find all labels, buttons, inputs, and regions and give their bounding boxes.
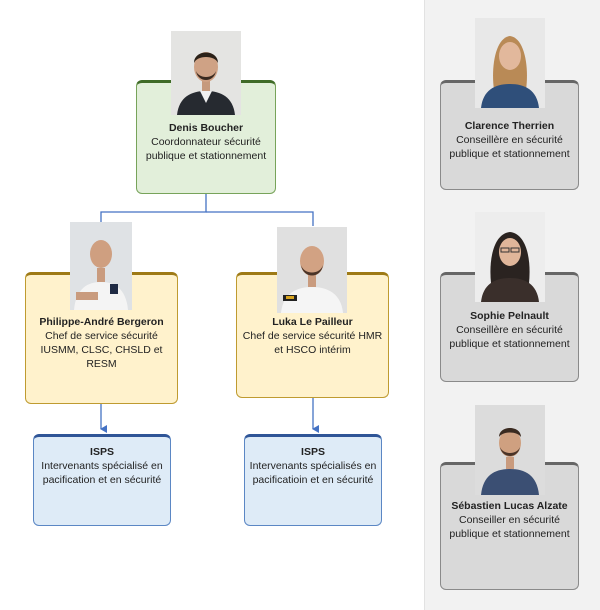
advisor-1-name: Clarence Therrien (464, 120, 555, 132)
chief-left-name: Philippe-André Bergeron (39, 316, 164, 328)
advisor-1-role: Conseillère en sécurité publique et stat… (449, 134, 570, 160)
connector-coordinator-to-right-chief (206, 211, 314, 226)
advisor-2-photo (475, 212, 545, 302)
advisor-1-photo (475, 18, 545, 108)
chief-left-photo (70, 222, 132, 310)
advisor-2-role: Conseillère en sécurité publique et stat… (449, 324, 570, 350)
coordinator-photo (171, 31, 241, 115)
isps-left-title: ISPS (90, 446, 114, 458)
chief-right-photo (277, 227, 347, 313)
isps-right-desc: Intervenants spécialisés en pacificatioi… (249, 460, 377, 486)
isps-right-title: ISPS (301, 446, 325, 458)
advisor-3-role: Conseiller en sécurité publique et stati… (449, 514, 570, 540)
chief-right-name: Luka Le Pailleur (272, 316, 353, 328)
isps-left-desc: Intervenants spécialisé en pacification … (41, 460, 163, 486)
coordinator-name: Denis Boucher (168, 122, 244, 134)
advisor-3-photo (475, 405, 545, 495)
coordinator-role: Coordonnateur sécurité publique et stati… (145, 136, 267, 162)
advisor-3-name: Sébastien Lucas Alzate (451, 500, 568, 512)
connector-coordinator-to-chiefs (100, 194, 207, 222)
chief-left-role: Chef de service sécurité IUSMM, CLSC, CH… (40, 330, 163, 370)
isps-right-box: ISPS Intervenants spécialisés en pacific… (244, 434, 382, 526)
advisor-2-name: Sophie Pelnault (470, 310, 549, 322)
isps-left-box: ISPS Intervenants spécialisé en pacifica… (33, 434, 171, 526)
chief-right-role: Chef de service sécurité HMR et HSCO int… (242, 330, 383, 356)
